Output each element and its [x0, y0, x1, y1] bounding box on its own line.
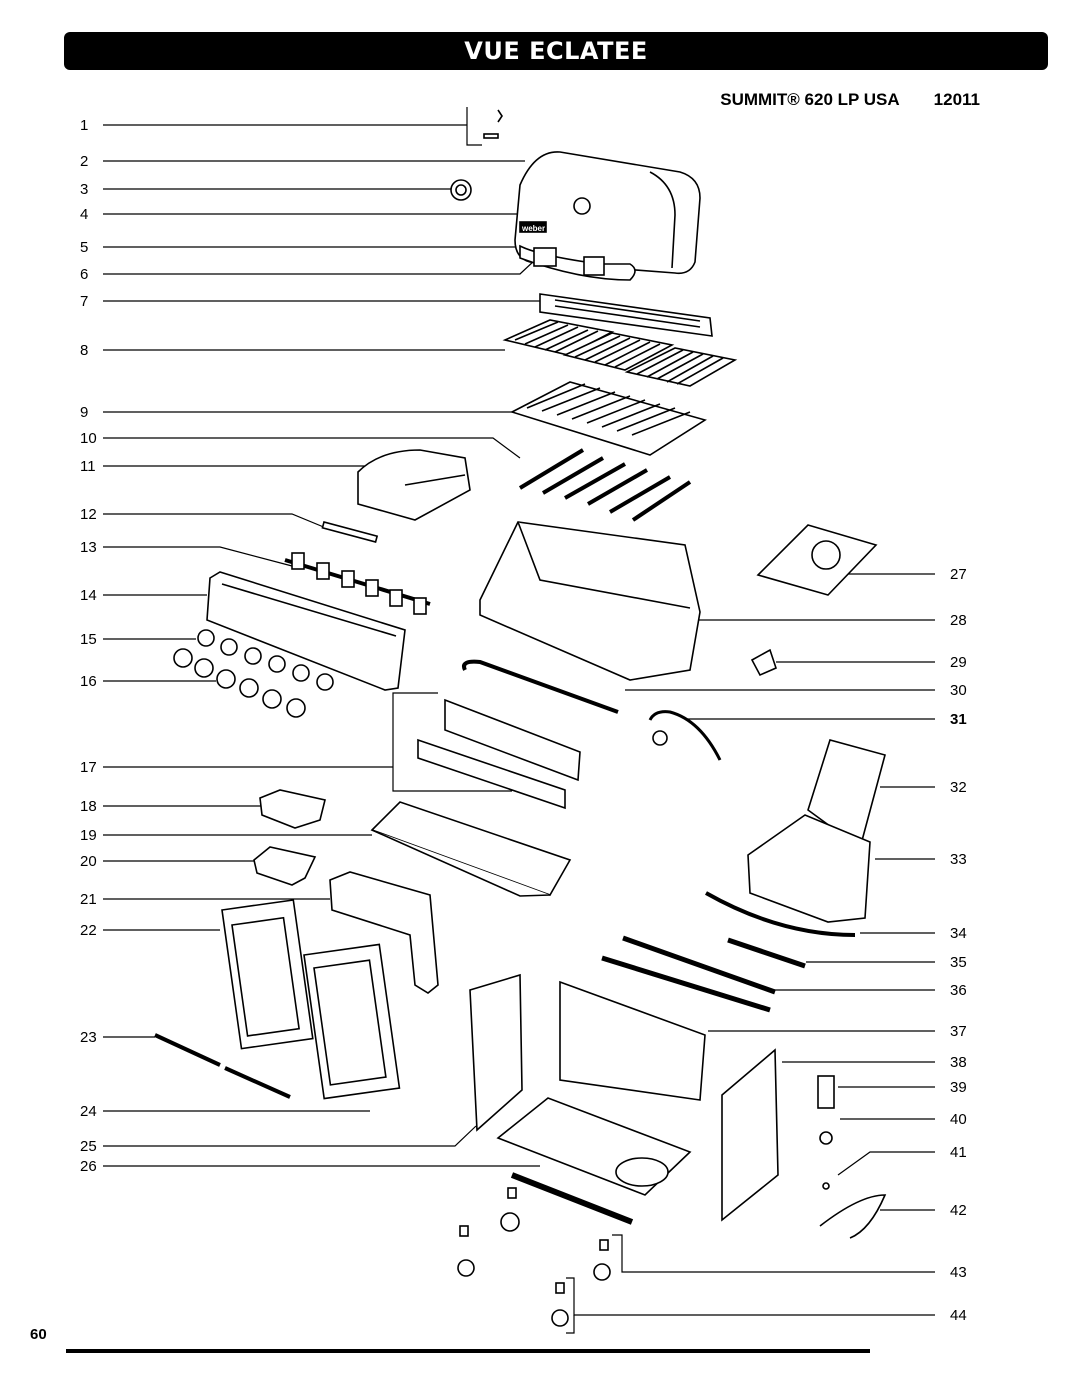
callout-11: 11 [80, 458, 96, 475]
callout-18: 18 [80, 798, 97, 815]
callout-40: 40 [950, 1111, 967, 1128]
callout-37: 37 [950, 1023, 967, 1040]
callout-21: 21 [80, 891, 97, 908]
callout-24: 24 [80, 1103, 97, 1120]
page-title-bar: VUE ECLATEE [64, 32, 1048, 70]
callout-35: 35 [950, 954, 967, 971]
footer-rule [66, 1349, 870, 1353]
callout-16: 16 [80, 673, 97, 690]
brand-badge: weber [521, 224, 545, 233]
callout-41: 41 [950, 1144, 967, 1161]
callout-34: 34 [950, 925, 967, 942]
callout-14: 14 [80, 587, 97, 604]
callout-32: 32 [950, 779, 967, 796]
callout-44: 44 [950, 1307, 967, 1324]
callout-28: 28 [950, 612, 967, 629]
callout-4: 4 [80, 206, 88, 223]
callout-13: 13 [80, 539, 97, 556]
callout-38: 38 [950, 1054, 967, 1071]
callout-22: 22 [80, 922, 97, 939]
parts-artwork [154, 109, 887, 1327]
callout-7: 7 [80, 293, 88, 310]
model-code: 12011 [933, 90, 980, 109]
callout-27: 27 [950, 566, 967, 583]
page-title: VUE ECLATEE [464, 37, 648, 65]
callout-1: 1 [80, 117, 88, 134]
callout-23: 23 [80, 1029, 97, 1046]
callout-20: 20 [80, 853, 97, 870]
callout-43: 43 [950, 1264, 967, 1281]
callout-42: 42 [950, 1202, 967, 1219]
model-name: SUMMIT® 620 LP USA [720, 90, 900, 109]
page-number: 60 [30, 1326, 47, 1343]
model-line: SUMMIT® 620 LP USA 12011 [720, 90, 980, 110]
callout-17: 17 [80, 759, 97, 776]
callout-15: 15 [80, 631, 97, 648]
callout-30: 30 [950, 682, 967, 699]
callout-8: 8 [80, 342, 88, 359]
callout-33: 33 [950, 851, 967, 868]
callout-19: 19 [80, 827, 97, 844]
right-callouts: 27 28 29 30 31 32 33 34 35 36 37 38 39 4… [950, 566, 967, 1324]
callout-3: 3 [80, 181, 88, 198]
callout-12: 12 [80, 506, 97, 523]
callout-31: 31 [950, 711, 967, 728]
callout-39: 39 [950, 1079, 967, 1096]
callout-25: 25 [80, 1138, 97, 1155]
callout-6: 6 [80, 266, 88, 283]
callout-26: 26 [80, 1158, 97, 1175]
callout-5: 5 [80, 239, 88, 256]
callout-2: 2 [80, 153, 88, 170]
callout-10: 10 [80, 430, 97, 447]
callout-9: 9 [80, 404, 88, 421]
callout-36: 36 [950, 982, 967, 999]
left-callouts: 1 2 3 4 5 6 7 8 9 10 11 12 13 14 15 16 1… [80, 117, 97, 1175]
callout-29: 29 [950, 654, 967, 671]
